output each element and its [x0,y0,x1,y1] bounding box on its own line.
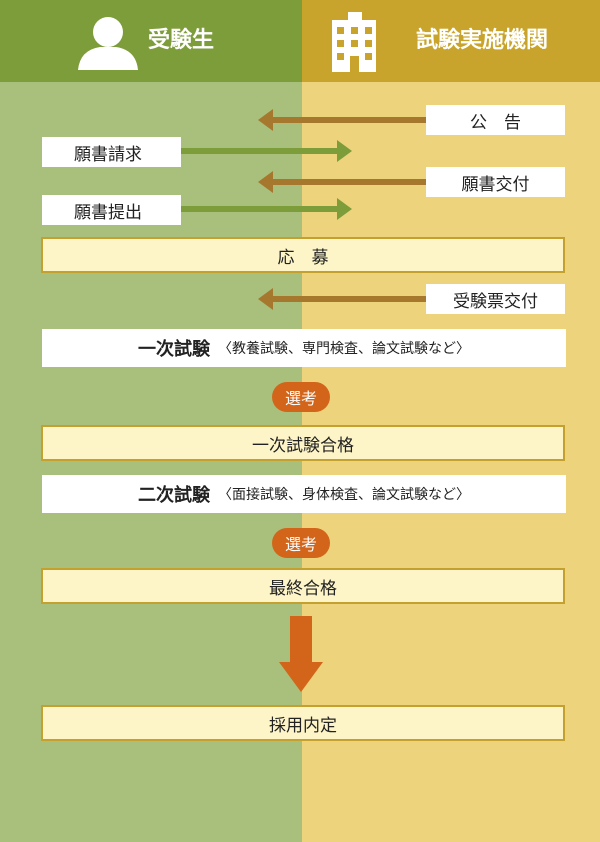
step-first-exam-pass: 一次試験合格 [41,425,565,461]
arrow-koukoku [258,109,428,131]
step-koukoku: 公 告 [426,105,565,135]
building-icon [332,12,376,72]
applicant-header [0,0,302,82]
first-exam-title: 一次試験 [138,339,210,360]
step-second-exam: 二次試験 〈面接試験、身体検査、論文試験など〉 [42,475,566,513]
institution-title: 試験実施機関 [416,28,549,53]
second-exam-detail: 〈面接試験、身体検査、論文試験など〉 [218,487,470,503]
arrow-gansho-seikyu [180,140,352,162]
arrow-gansho-teishutsu [180,198,352,220]
institution-column [302,0,600,842]
step-jukenhyo-koufu: 受験票交付 [426,284,565,314]
first-exam-detail: 〈教養試験、専門検査、論文試験など〉 [218,341,470,357]
step-gansho-seikyu: 願書請求 [42,137,181,167]
step-oubo: 応 募 [41,237,565,273]
down-arrow [279,616,323,692]
step-gansho-koufu: 願書交付 [426,167,565,197]
selection-badge-1: 選考 [272,382,330,412]
step-naitei: 採用内定 [41,705,565,741]
applicant-title: 受験生 [148,28,215,53]
arrow-gansho-koufu [258,171,428,193]
selection-badge-2: 選考 [272,528,330,558]
step-final-pass: 最終合格 [41,568,565,604]
arrow-jukenhyo-koufu [258,288,428,310]
second-exam-title: 二次試験 [138,485,210,506]
step-first-exam: 一次試験 〈教養試験、専門検査、論文試験など〉 [42,329,566,367]
person-icon [78,17,138,70]
step-gansho-teishutsu: 願書提出 [42,195,181,225]
